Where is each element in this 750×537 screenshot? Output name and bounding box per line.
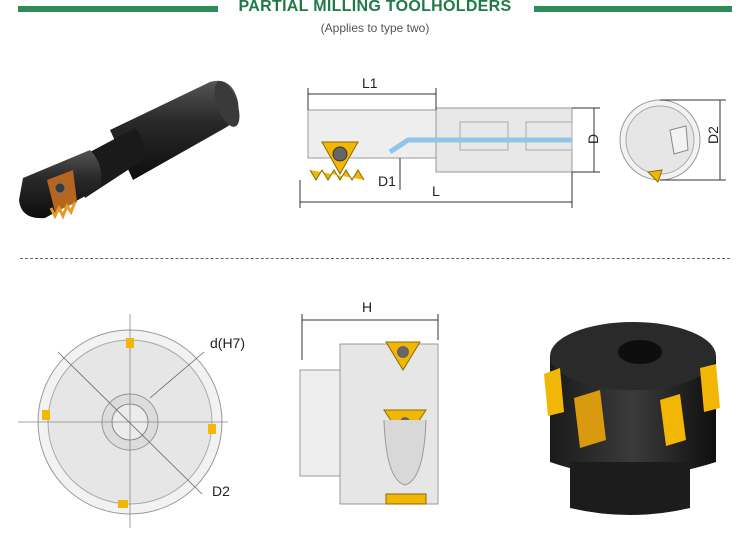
cutter-side-drawing: H <box>299 300 439 505</box>
title-bar-left <box>18 6 218 12</box>
h-label: H <box>362 300 372 315</box>
d2-label: D2 <box>705 126 721 144</box>
bore-label: d(H7) <box>210 335 245 351</box>
l-label: L <box>432 183 440 199</box>
end-view-drawing: D2 <box>619 99 726 183</box>
title-bar-right <box>534 6 732 12</box>
section-divider <box>20 258 730 259</box>
d1-label: D1 <box>378 173 396 189</box>
cutter-face-drawing: d(H7) D2 <box>18 314 245 528</box>
page-title: PARTIAL MILLING TOOLHOLDERS <box>238 0 512 15</box>
header: PARTIAL MILLING TOOLHOLDERS (Applies to … <box>0 0 750 40</box>
milling-cutter-3d <box>544 322 720 515</box>
page-subtitle: (Applies to type two) <box>320 21 430 35</box>
l1-label: L1 <box>362 75 378 91</box>
d-label: D <box>585 134 601 144</box>
svg-text:L1: L1 <box>362 75 378 91</box>
shank-toolholder-3d <box>19 80 240 220</box>
shank-side-drawing: L1 L D D1 <box>299 75 601 208</box>
d2-face-label: D2 <box>212 483 230 499</box>
